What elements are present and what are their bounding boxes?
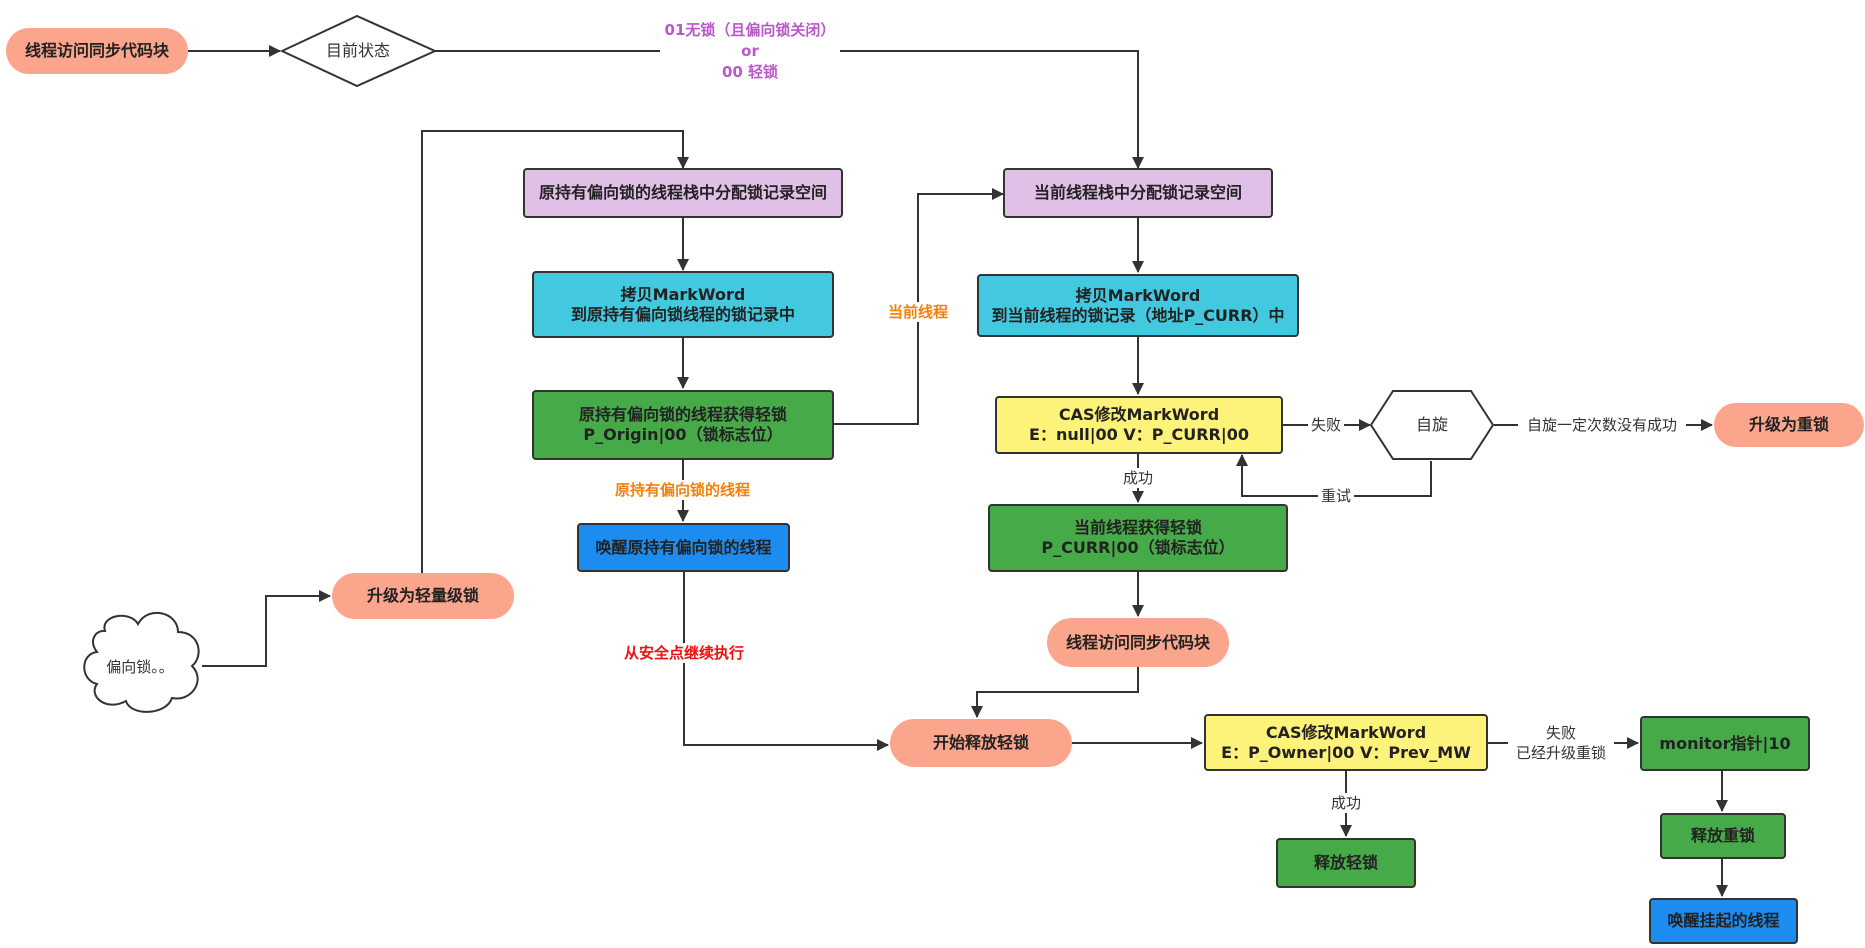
safe-point-label: 从安全点继续执行 [616, 643, 752, 663]
wake-suspended-node: 唤醒挂起的线程 [1649, 898, 1798, 944]
fail-label: 失败 [1308, 415, 1344, 435]
release-success-label: 成功 [1328, 793, 1364, 813]
current-thread-label: 当前线程 [885, 302, 951, 322]
cloud-shape [83, 611, 200, 713]
alloc-current-node: 当前线程栈中分配锁记录空间 [1003, 168, 1273, 218]
spin-hexagon [1369, 390, 1495, 460]
retry-label: 重试 [1318, 486, 1354, 506]
monitor-pointer-node: monitor指针|10 [1640, 716, 1810, 771]
release-light-start-node: 开始释放轻锁 [890, 719, 1072, 767]
state-diamond [279, 14, 438, 88]
success-label: 成功 [1120, 468, 1156, 488]
current-state-diamond-label: 目前状态 [325, 41, 390, 60]
release-fail-label: 失败 已经升级重锁 [1508, 723, 1614, 763]
wake-origin-node: 唤醒原持有偏向锁的线程 [577, 523, 790, 572]
release-heavy-node: 释放重锁 [1660, 813, 1786, 859]
release-light-node: 释放轻锁 [1276, 838, 1416, 888]
access-sync-node: 线程访问同步代码块 [1047, 618, 1229, 667]
spin-label: 自旋 [1415, 415, 1448, 434]
start-access-node: 线程访问同步代码块 [6, 28, 188, 74]
alloc-origin-node: 原持有偏向锁的线程栈中分配锁记录空间 [523, 168, 843, 218]
state-branch-label: 01无锁（且偏向锁关闭） or 00 轻锁 [664, 21, 836, 81]
upgrade-light-node: 升级为轻量级锁 [332, 573, 514, 619]
upgrade-heavy-node: 升级为重锁 [1714, 403, 1864, 447]
origin-thread-label: 原持有偏向锁的线程 [605, 480, 760, 500]
spin-fail-label: 自旋一定次数没有成功 [1518, 415, 1686, 435]
biased-cloud-label: 偏向锁。。 [106, 658, 174, 676]
